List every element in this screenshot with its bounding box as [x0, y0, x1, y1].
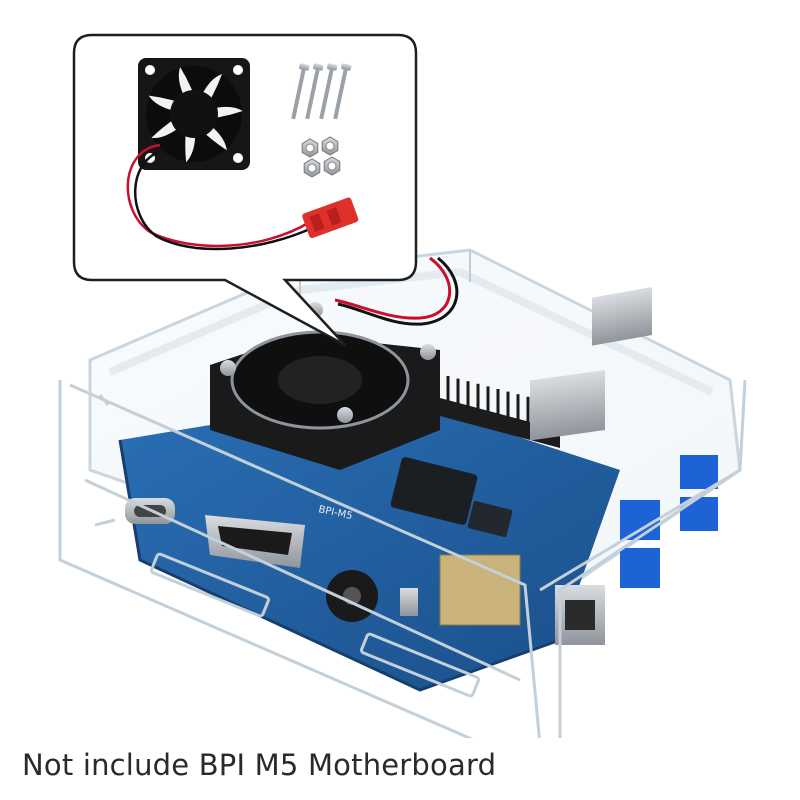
soc-chip: [390, 457, 478, 525]
usb-port: [620, 548, 660, 588]
screw-head: [420, 344, 436, 360]
mounted-fan: [210, 302, 440, 470]
nut-icon: [321, 136, 339, 156]
screw-icon: [319, 63, 338, 120]
screw-icon: [305, 63, 324, 120]
nut-icon: [303, 158, 321, 178]
fan-wire: [334, 256, 452, 320]
cooling-fan-icon: [138, 58, 250, 170]
caption-text: Not include BPI M5 Motherboard: [22, 748, 497, 782]
screw-icon: [333, 63, 352, 120]
usb-port: [680, 455, 718, 489]
usb-port: [620, 500, 660, 540]
accessories-callout: [72, 33, 418, 347]
usb-ports: [439, 287, 718, 645]
front-ports: [125, 498, 418, 622]
screw-icon: [291, 63, 310, 120]
nut-icon: [301, 138, 319, 158]
acrylic-walls: [58, 379, 747, 762]
screw-head: [337, 407, 353, 423]
screw-head: [220, 360, 236, 376]
sd-card-slot: [439, 554, 521, 626]
jst-connector-icon: [302, 197, 359, 239]
nut-icon: [323, 156, 341, 176]
